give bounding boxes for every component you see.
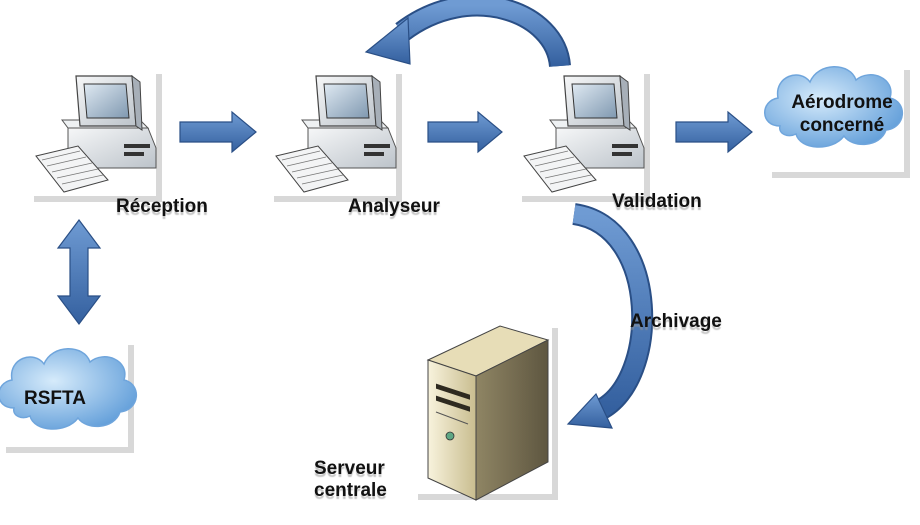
aerodrome-cloud-icon: [763, 64, 910, 178]
arrow-right-icon: [675, 110, 753, 154]
archive-curved-arrow-icon: [566, 203, 654, 429]
validation-computer-icon: [515, 67, 651, 203]
reception-computer-icon: [27, 67, 163, 203]
rsfta-cloud-icon: [0, 339, 138, 453]
analyseur-label: Analyseur: [348, 196, 440, 217]
rsfta-label: RSFTA: [24, 388, 86, 409]
aerodrome-label: Aérodrome concerné: [791, 92, 893, 136]
arrow-double-vertical-icon: [56, 219, 102, 325]
serveur-label: Serveur centrale: [314, 458, 387, 501]
archivage-label: Archivage: [630, 311, 722, 332]
reception-label: Réception: [116, 196, 208, 217]
server-tower-icon: [412, 322, 558, 501]
feedback-curved-arrow-icon: [364, 0, 571, 68]
arrow-right-icon: [427, 110, 503, 154]
arrow-right-icon: [179, 110, 257, 154]
analyseur-computer-icon: [267, 67, 403, 203]
validation-label: Validation: [612, 191, 702, 212]
